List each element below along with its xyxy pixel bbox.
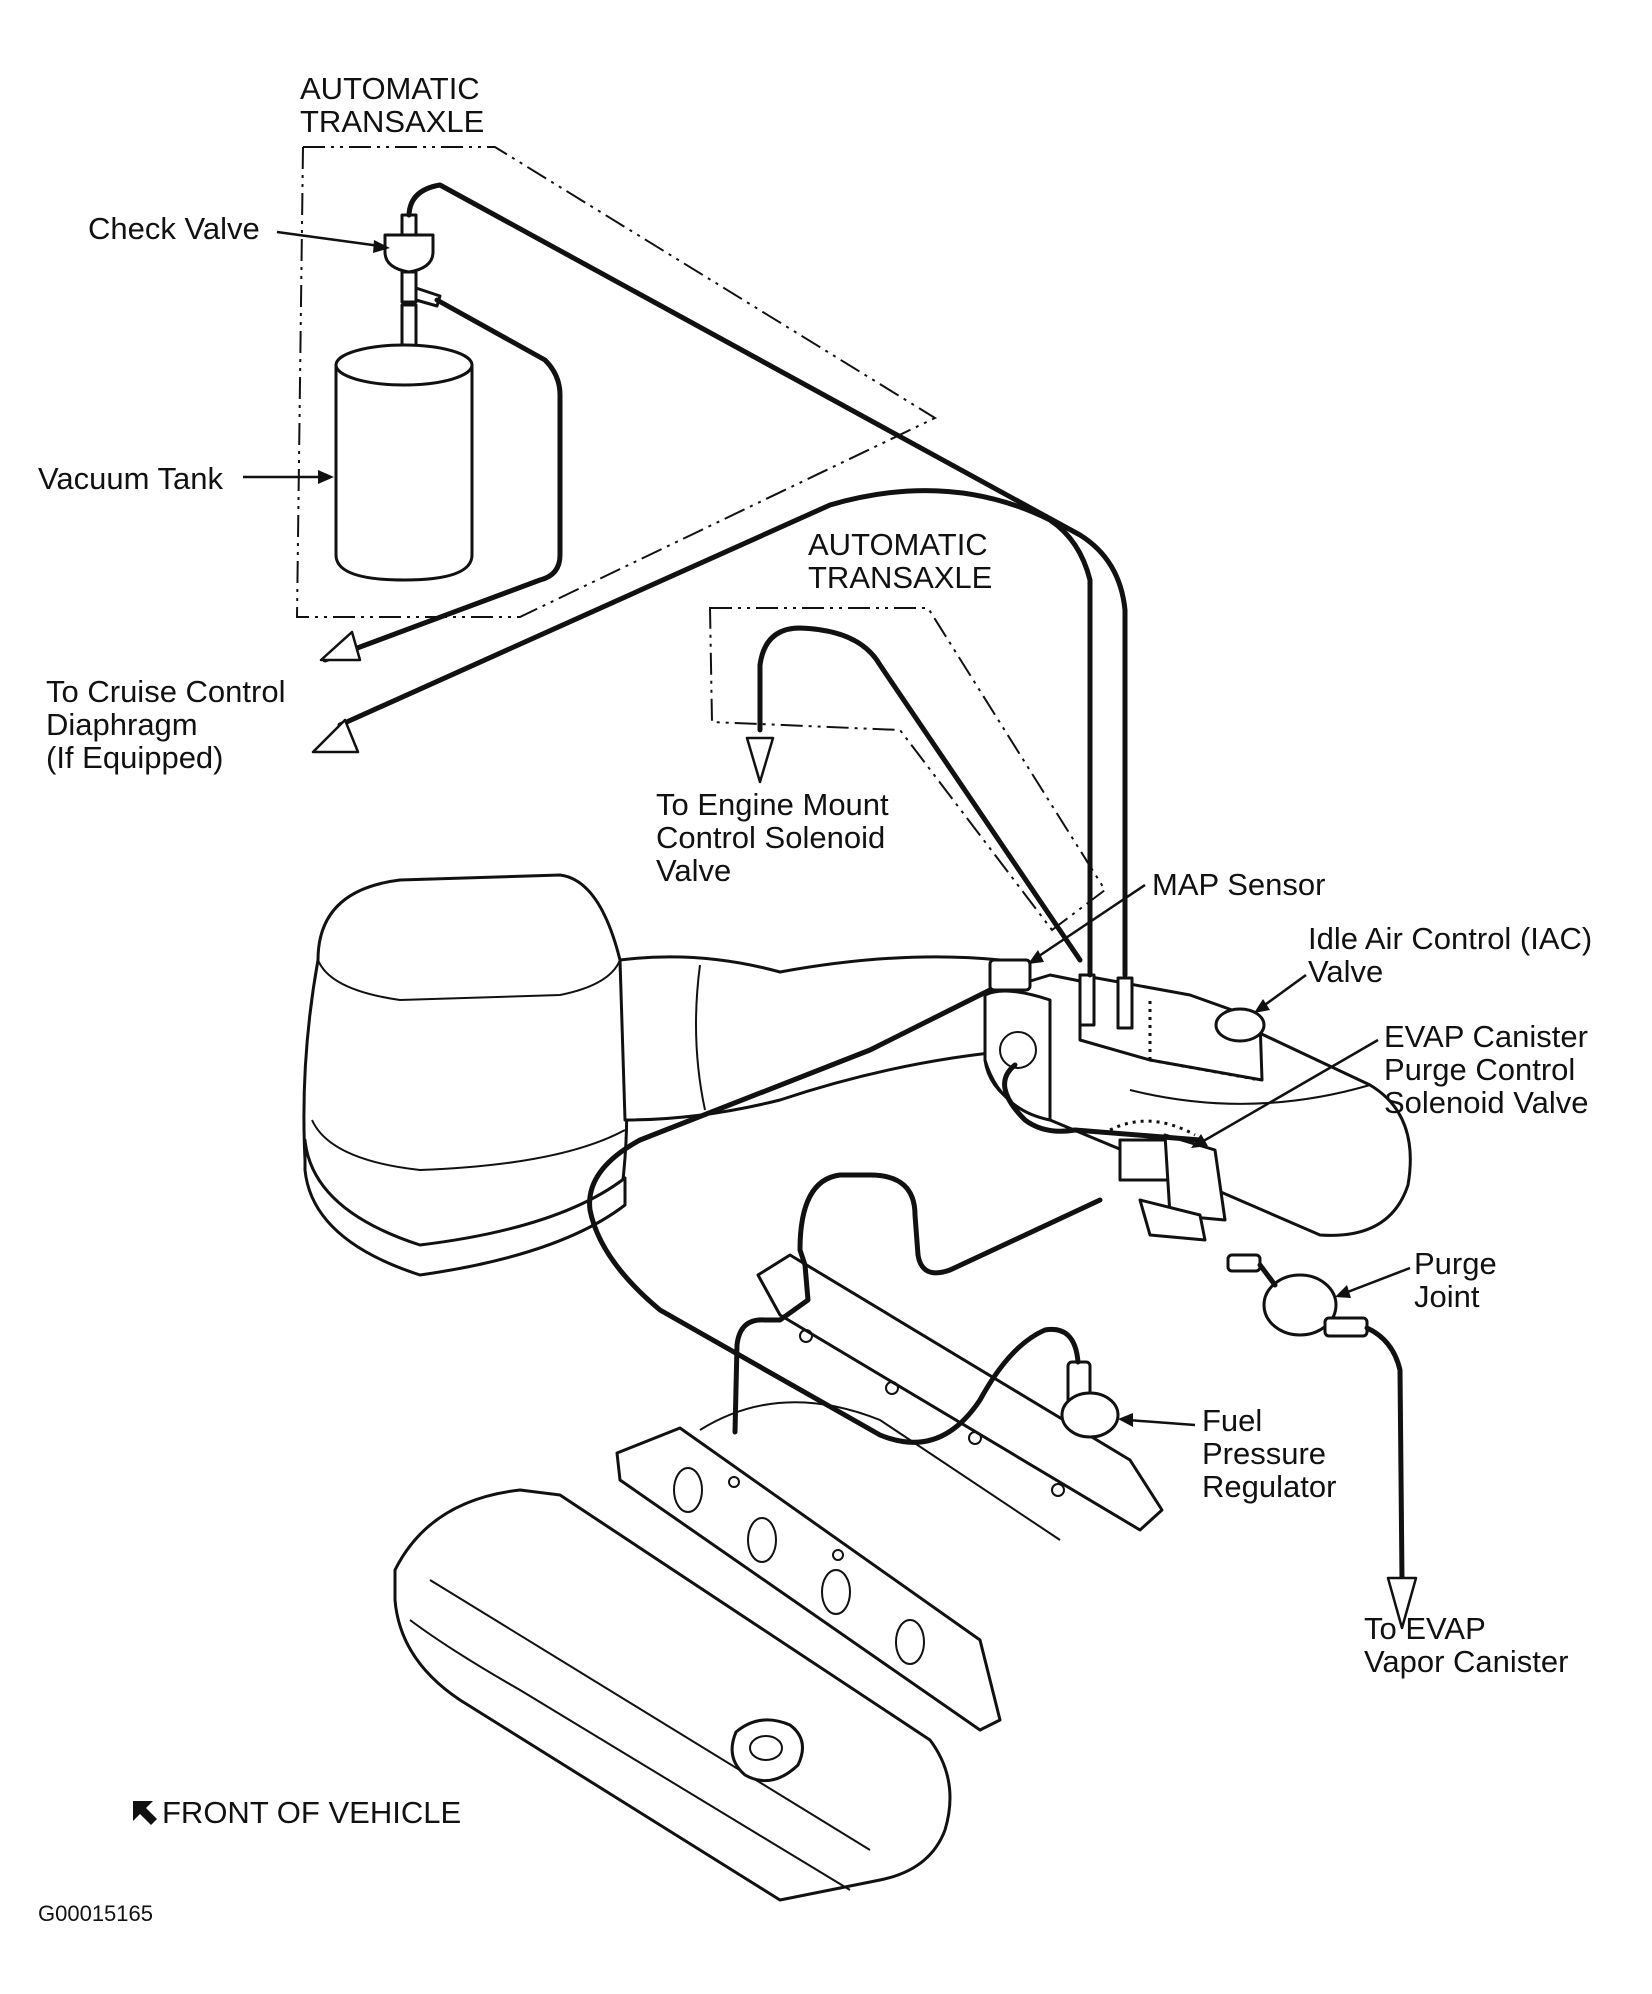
label-map-sensor: MAP Sensor [1152, 867, 1326, 902]
fuel-pressure-regulator [1060, 1360, 1120, 1439]
leader-iac-valve [1254, 973, 1307, 1013]
hose-manifold-port [732, 1172, 873, 1435]
air-cleaner-box [302, 873, 629, 1277]
hose-purge-loop [867, 1172, 1103, 1276]
label-front-of-vehicle: FRONT OF VEHICLE [162, 1795, 462, 1830]
vacuum-port-a [1078, 973, 1096, 1027]
intake-duct [618, 955, 1022, 1122]
hose-engine-mount [757, 625, 1083, 963]
label-vacuum-tank: Vacuum Tank [38, 461, 223, 496]
label-fuel-pressure-regulator: Fuel Pressure Regulator [1202, 1403, 1337, 1504]
hose-tank-to-cruise [322, 297, 563, 663]
leader-evap-purge-solenoid [1191, 1038, 1379, 1148]
automatic-transaxle-boundary-top [295, 146, 938, 618]
label-evap-purge-solenoid: EVAP Canister Purge Control Solenoid Val… [1384, 1019, 1589, 1120]
arrow-to-cruise-control-2 [311, 718, 360, 754]
front-arrow-icon [133, 1801, 157, 1825]
leader-purge-joint [1335, 1266, 1411, 1298]
leader-fuel-pressure-regulator [1118, 1413, 1196, 1427]
automatic-transaxle-boundary-mid [708, 607, 1107, 932]
leader-vacuum-tank [243, 470, 334, 484]
hose-purge-to-manifold [1002, 1062, 1203, 1143]
arrow-to-cruise-control-1 [319, 630, 362, 662]
label-engine-mount-solenoid: To Engine Mount Control Solenoid Valve [656, 787, 889, 888]
hose-check-valve-to-map [406, 182, 1128, 978]
label-purge-joint: Purge Joint [1414, 1246, 1497, 1314]
leader-map-sensor [1028, 883, 1146, 964]
hose-to-cruise-diaphragm [337, 488, 1093, 978]
label-automatic-transaxle-top: AUTOMATIC TRANSAXLE [300, 71, 485, 139]
arrow-to-engine-mount [745, 736, 775, 784]
label-evap-vapor-canister: To EVAP Vapor Canister [1364, 1611, 1569, 1679]
arrow-to-evap-canister [1386, 1576, 1418, 1630]
intake-manifold [615, 1401, 1061, 1732]
check-valve [383, 213, 442, 308]
label-automatic-transaxle-mid: AUTOMATIC TRANSAXLE [808, 527, 993, 595]
hose-to-evap-canister [1364, 1325, 1405, 1583]
map-sensor [988, 958, 1032, 992]
figure-code: G00015165 [38, 1901, 153, 1926]
vacuum-tank [334, 303, 474, 582]
hose-fuel-pressure-regulator [587, 987, 1081, 1445]
label-check-valve: Check Valve [88, 211, 260, 246]
label-iac-valve: Idle Air Control (IAC) Valve [1308, 921, 1593, 989]
leader-check-valve [276, 230, 390, 253]
purge-joint [1226, 1253, 1369, 1338]
valve-cover [393, 1488, 952, 1902]
fuel-rail [756, 1253, 1164, 1532]
label-cruise-control-diaphragm: To Cruise Control Diaphragm (If Equipped… [46, 674, 286, 775]
hose-solenoid-to-purge-joint [1257, 1262, 1278, 1288]
vacuum-port-b [1116, 976, 1134, 1030]
